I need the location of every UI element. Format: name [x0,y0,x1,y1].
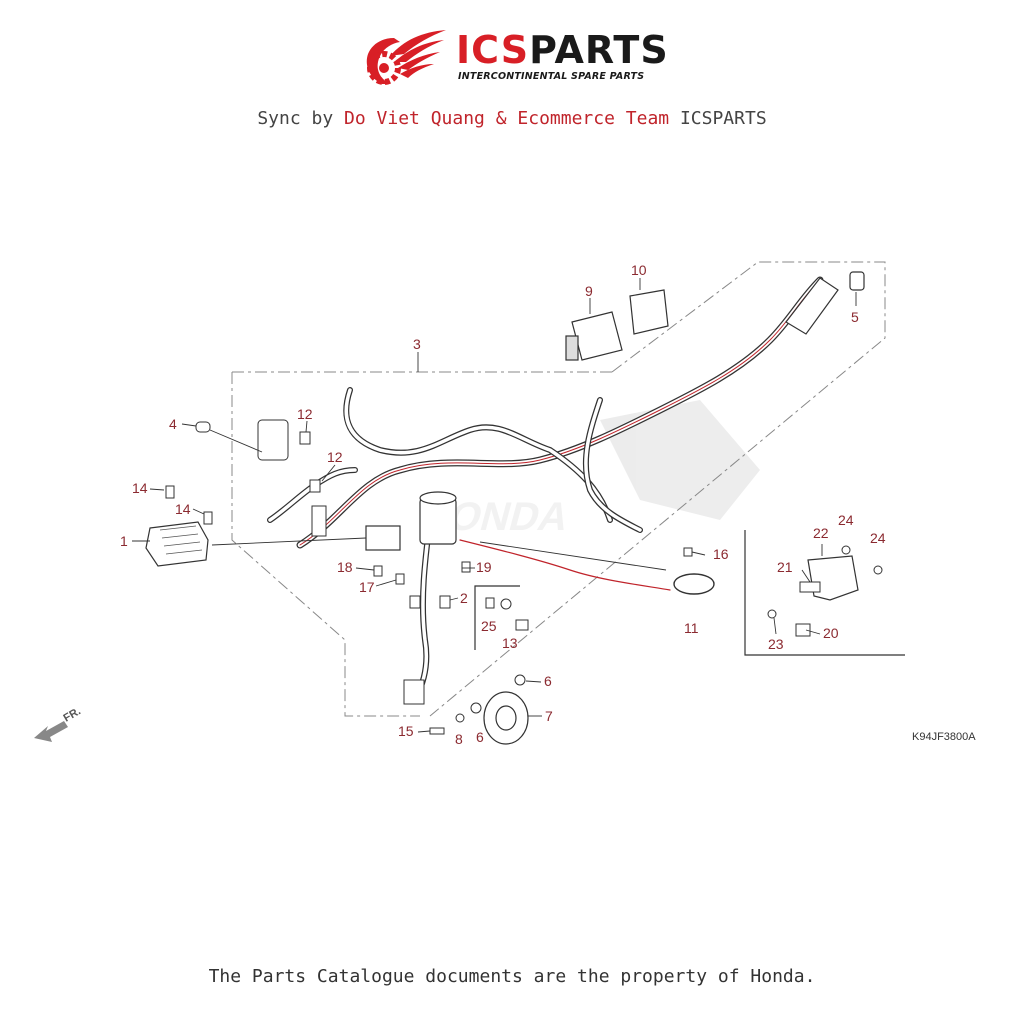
callout-15: 15 [398,723,414,739]
sensor-unit [785,277,839,335]
brand-tagline: INTERCONTINENTAL SPARE PARTS [458,71,645,82]
ecu-unit [565,311,623,361]
brand-name: ICSPARTS [456,30,669,70]
callouts: 1 2 3 4 5 6 6 7 8 9 10 11 12 12 13 14 14… [120,262,886,747]
wing-gear-icon [366,30,446,85]
icsparts-logo: ICSPARTS INTERCONTINENTAL SPARE PARTS [360,26,670,90]
brand-name-red: ICS [456,28,530,72]
callout-9: 9 [585,283,593,299]
callout-23: 23 [768,636,784,652]
callout-18: 18 [337,559,353,575]
callout-22: 22 [813,525,829,541]
callout-3: 3 [413,336,421,352]
callout-6b: 6 [476,729,484,745]
footer-notice: The Parts Catalogue documents are the pr… [208,966,816,987]
front-direction-arrow: FR. [34,705,83,742]
ecu-cover [629,289,669,335]
band-clip [673,573,715,595]
sync-prefix: Sync by [257,108,345,129]
callout-21: 21 [777,559,793,575]
callout-14a: 14 [132,480,148,496]
callout-25: 25 [481,618,497,634]
callout-17: 17 [359,579,375,595]
callout-10: 10 [631,262,647,278]
callout-19: 19 [476,559,492,575]
brand-name-dark: PARTS [529,28,669,72]
front-direction-label: FR. [62,705,83,724]
callout-7: 7 [545,708,553,724]
assembly-outline [231,261,886,717]
callout-20: 20 [823,625,839,641]
callout-12b: 12 [327,449,343,465]
callout-5: 5 [851,309,859,325]
callout-6a: 6 [544,673,552,689]
callout-1: 1 [120,533,128,549]
sync-suffix: ICSPARTS [669,108,767,129]
wire-harness-diagram: HONDA [34,261,976,747]
diagram-code: K94JF3800A [912,731,976,743]
callout-4: 4 [169,416,177,432]
sync-credit: Sync by Do Viet Quang & Ecommerce Team I… [0,108,1024,129]
regulator-rectifier [145,521,209,567]
callout-24b: 24 [870,530,886,546]
leader-lines [132,278,857,733]
callout-12a: 12 [297,406,313,422]
horn [483,691,529,745]
bracket [807,555,859,601]
callout-8: 8 [455,731,463,747]
callout-14b: 14 [175,501,191,517]
sync-authors: Do Viet Quang & Ecommerce Team [344,108,670,129]
header: ICSPARTS INTERCONTINENTAL SPARE PARTS Sy… [0,0,1024,140]
callout-16: 16 [713,546,729,562]
callout-24a: 24 [838,512,854,528]
fuse-box-5 [849,271,865,291]
small-parts [165,419,883,735]
callout-11: 11 [684,620,699,636]
callout-2: 2 [460,590,468,606]
battery-relay [419,491,457,545]
main-connector [365,525,401,551]
inset-box-small [474,585,520,650]
inset-box-right [744,530,905,656]
callout-13: 13 [502,635,518,651]
